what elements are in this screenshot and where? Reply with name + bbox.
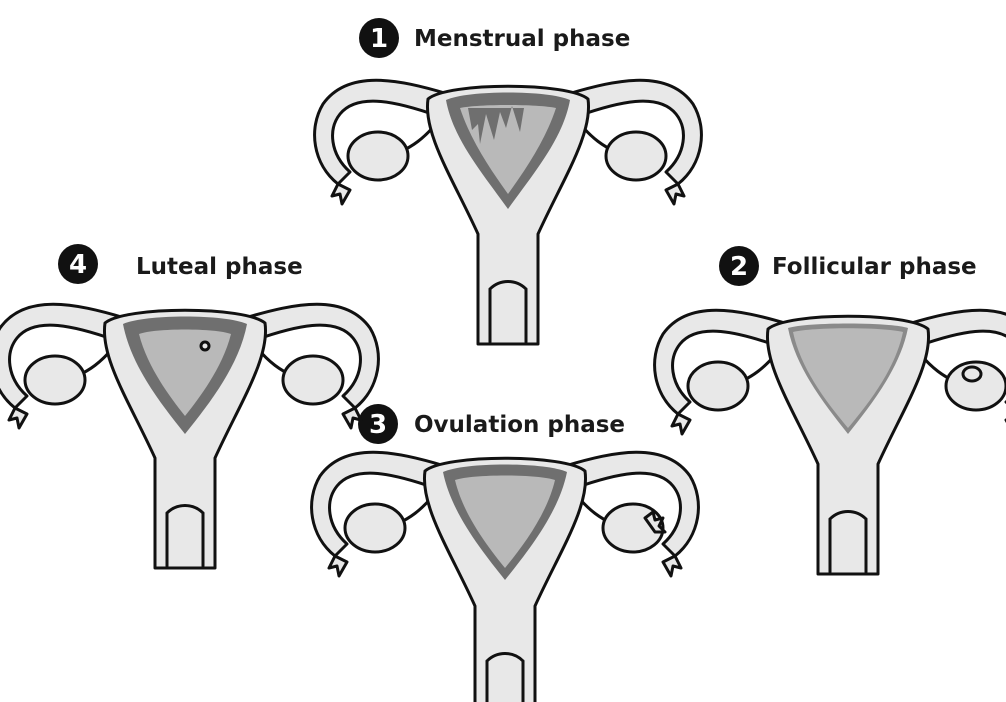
phase-4-label: Luteal phase (136, 254, 303, 280)
phase-2-number: 2 (730, 252, 748, 282)
phase-1-group: 1 Menstrual phase (315, 18, 702, 344)
phase-3-group: 3 Ovulation phase (312, 404, 699, 702)
phase-1-number: 1 (370, 24, 388, 54)
phase-3-badge: 3 (358, 404, 398, 444)
phase-1-label: Menstrual phase (414, 26, 630, 52)
uterus-illustration-1 (315, 80, 702, 344)
phase-4-number: 4 (69, 250, 87, 280)
uterus-illustration-3 (312, 452, 699, 702)
phase-2-label: Follicular phase (772, 254, 977, 280)
phase-2-badge: 2 (719, 246, 759, 286)
phase-4-badge: 4 (58, 244, 98, 284)
uterus-illustration-2 (655, 310, 1006, 574)
phase-2-group: 2 Follicular phase (655, 246, 1006, 574)
phase-1-badge: 1 (359, 18, 399, 58)
phase-3-number: 3 (369, 410, 387, 440)
phase-3-label: Ovulation phase (414, 412, 625, 438)
